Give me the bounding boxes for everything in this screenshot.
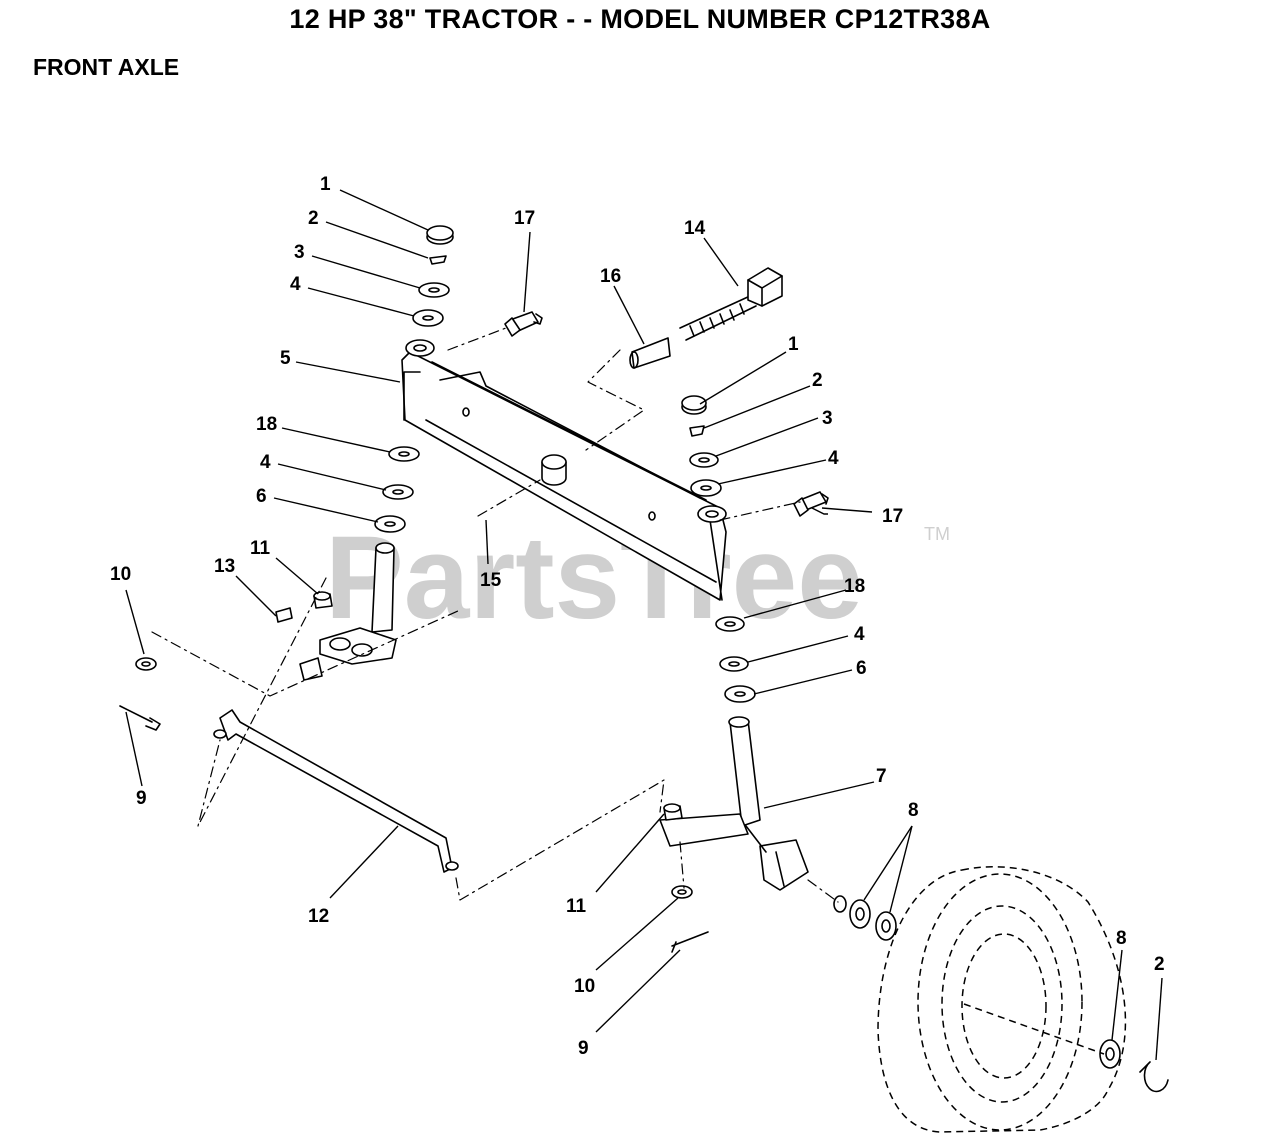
spacer-part: [629, 337, 671, 369]
page-title: 12 HP 38" TRACTOR - - MODEL NUMBER CP12T…: [289, 4, 991, 34]
pivot-bolt: [679, 267, 783, 341]
left-lower-stack: [374, 446, 420, 533]
hub-washers: [833, 895, 1169, 1093]
callout-8: 8: [1116, 928, 1127, 949]
callout-4: 4: [854, 624, 865, 645]
front-tire: [877, 866, 1127, 1133]
drag-link: [213, 709, 459, 873]
callout-6: 6: [856, 658, 867, 679]
callout-7: 7: [876, 766, 887, 787]
callout-3: 3: [822, 408, 833, 429]
watermark: PartsTree TM: [325, 512, 950, 644]
callout-10: 10: [574, 976, 595, 997]
watermark-trademark: TM: [924, 524, 950, 544]
callout-5: 5: [280, 348, 291, 369]
callout-4: 4: [260, 452, 271, 473]
callout-4: 4: [290, 274, 301, 295]
callout-2: 2: [812, 370, 823, 391]
callout-10: 10: [110, 564, 131, 585]
left-spindle: [299, 542, 397, 681]
right-upper-stack: [681, 395, 722, 497]
callout-9: 9: [578, 1038, 589, 1059]
callout-13: 13: [214, 556, 235, 577]
alignment-lines: [151, 327, 839, 903]
callout-labels: 1 2 3 4 17 16 14 5 1 2 3 4 18 4 6 17 11 …: [110, 174, 1165, 1059]
left-steering-parts: [119, 591, 333, 731]
axle-beam: [401, 339, 727, 601]
callout-11: 11: [566, 896, 587, 917]
callout-6: 6: [256, 486, 267, 507]
callout-3: 3: [294, 242, 305, 263]
callout-16: 16: [600, 266, 621, 287]
callout-2: 2: [308, 208, 319, 229]
callout-2: 2: [1154, 954, 1165, 975]
callout-14: 14: [684, 218, 706, 239]
callout-9: 9: [136, 788, 147, 809]
callout-15: 15: [480, 570, 502, 591]
callout-11: 11: [250, 538, 271, 559]
callout-1: 1: [788, 334, 799, 355]
left-upper-stack: [412, 225, 454, 327]
watermark-text: PartsTree: [325, 512, 863, 644]
callout-18: 18: [844, 576, 865, 597]
right-steering-parts: [663, 803, 709, 953]
grease-fitting-right: [793, 491, 829, 517]
right-spindle: [659, 716, 809, 891]
callout-1: 1: [320, 174, 331, 195]
callout-8: 8: [908, 800, 919, 821]
callout-12: 12: [308, 906, 329, 927]
leader-lines: [125, 189, 1163, 1061]
callout-17: 17: [882, 506, 903, 527]
section-title: FRONT AXLE: [33, 54, 180, 80]
callout-17: 17: [514, 208, 535, 229]
callout-18: 18: [256, 414, 277, 435]
grease-fitting-left: [504, 311, 543, 337]
callout-4: 4: [828, 448, 839, 469]
